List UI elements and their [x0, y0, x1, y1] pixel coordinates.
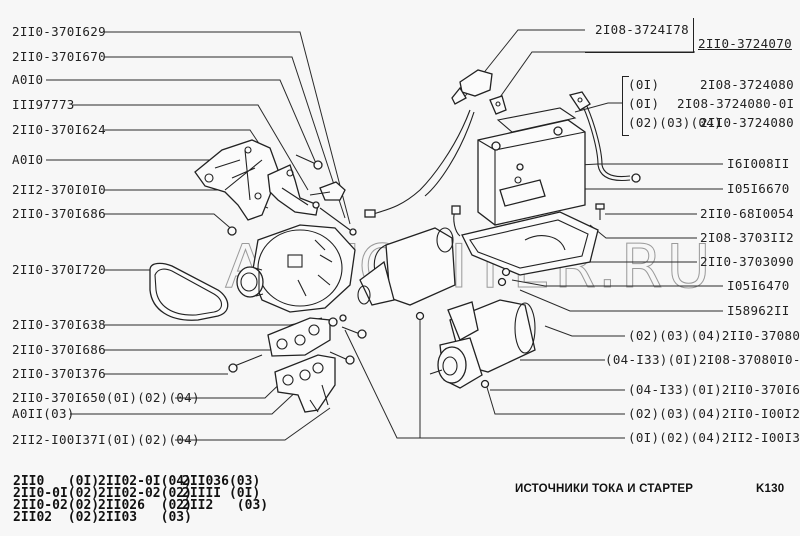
part-label: 2II0-68I0054 [700, 206, 794, 221]
leader-line [497, 51, 695, 101]
tray-fasteners [497, 203, 605, 287]
legend-cell: 2II0-0I(02) [13, 486, 100, 501]
legend-cell: 2II026 (02) [98, 498, 192, 513]
legend-cell: 2II02 (02) [13, 510, 100, 525]
battery-tray [461, 211, 599, 276]
page-code: K130 [756, 483, 785, 495]
cable-group-bracket [622, 76, 629, 136]
page-title: ИСТОЧНИКИ ТОКА И СТАРТЕР [515, 483, 694, 495]
alternator [236, 224, 356, 313]
leader-line [485, 383, 625, 415]
leader-line [46, 79, 319, 169]
legend-cell: 2II02-02(02) [98, 486, 192, 501]
cable-part: 2I08-3724080 [700, 77, 794, 92]
leader-line [175, 407, 331, 441]
leader-line [104, 341, 291, 351]
tension-bracket [267, 164, 319, 216]
part-label: III97773 [12, 97, 75, 112]
legend-cell: 2II0-02(02) [13, 498, 100, 513]
part-label: 2II0-370I650(0I)(02)(04) [12, 390, 200, 405]
part-label: (04-I33)(0I)2I08-37080I0-06 [605, 352, 800, 367]
part-label: 2II0-370I686 [12, 342, 106, 357]
part-label: I58962II [727, 303, 790, 318]
part-label: 2II0-370I686 [12, 206, 106, 221]
part-label: 2II0-3703090 [700, 254, 794, 269]
leader-line [104, 31, 351, 225]
legend-cell: 2II036(03) [182, 474, 261, 489]
part-label: 2II0-370I638 [12, 317, 106, 332]
leader-line [511, 279, 723, 287]
legend-cell: 2IIII (0I) [182, 486, 261, 501]
part-label: 2II0-370I720 [12, 262, 106, 277]
starter-upper [357, 227, 456, 306]
cable-part: 2I08-3724080-0I [677, 96, 795, 111]
terminal-cover [451, 69, 493, 105]
assembly-code: 2II0-3724070 [698, 36, 792, 51]
part-label: I6I008II [727, 156, 790, 171]
leader-line [104, 213, 236, 233]
part-label: (02)(03)(04)2II0-37080I0 [628, 328, 800, 343]
part-label: I05I6670 [727, 181, 790, 196]
mount-bolts [228, 326, 367, 373]
negative-terminal-clamp [568, 91, 591, 111]
part-label: 2II2-I00I37I(0I)(02)(04) [12, 432, 200, 447]
part-label: (0I)(02)(04)2II2-I00I368 [628, 430, 800, 445]
part-label: 2I08-3724I78 [595, 22, 689, 37]
part-label: A0II(03) [12, 406, 75, 421]
alternator-bracket [194, 139, 279, 221]
part-label: 2II0-370I624 [12, 122, 106, 137]
group-bracket [585, 18, 694, 53]
part-label: 2II0-370I376 [12, 366, 106, 381]
bolts-top [227, 154, 357, 236]
part-label: A0I0 [12, 152, 44, 167]
cable-variant: (0I) [628, 96, 660, 111]
part-label: 2II0-370I670 [12, 49, 106, 64]
part-label: (04-I33)(0I)2II0-370I686 [628, 382, 800, 397]
part-label: 2II0-370I629 [12, 24, 106, 39]
cable-variant: (02)(03)(04) [628, 115, 722, 130]
alternator-mount-upper [267, 314, 347, 357]
leader-line [519, 289, 723, 312]
wiring [364, 99, 641, 237]
legend-cell: 2II03 (03) [98, 510, 192, 525]
leader-line [344, 329, 625, 439]
alternator-mount-lower [274, 354, 336, 413]
part-label: (02)(03)(04)2II0-I00I257 [628, 406, 800, 421]
battery [477, 107, 586, 226]
positive-terminal-clamp [489, 95, 507, 115]
starter-lower [415, 299, 536, 389]
leader-line [72, 104, 309, 191]
legend-cell: 2II2 (03) [182, 498, 269, 513]
leader-line [104, 56, 346, 219]
drive-belt [149, 262, 229, 321]
part-label: 2II2-370I0I0 [12, 182, 106, 197]
cable-variant: (0I) [628, 77, 660, 92]
leader-line [104, 317, 323, 326]
legend-cell: 2II0 (0I) [13, 474, 100, 489]
leader-line [574, 102, 622, 113]
part-label: I05I6470 [727, 278, 790, 293]
legend-cell: 2II02-0I(04) [98, 474, 192, 489]
part-label: A0I0 [12, 72, 44, 87]
cable-part: 2II0-3724080 [700, 115, 794, 130]
leader-line [544, 325, 625, 337]
part-label: 2I08-3703II2 [700, 230, 794, 245]
